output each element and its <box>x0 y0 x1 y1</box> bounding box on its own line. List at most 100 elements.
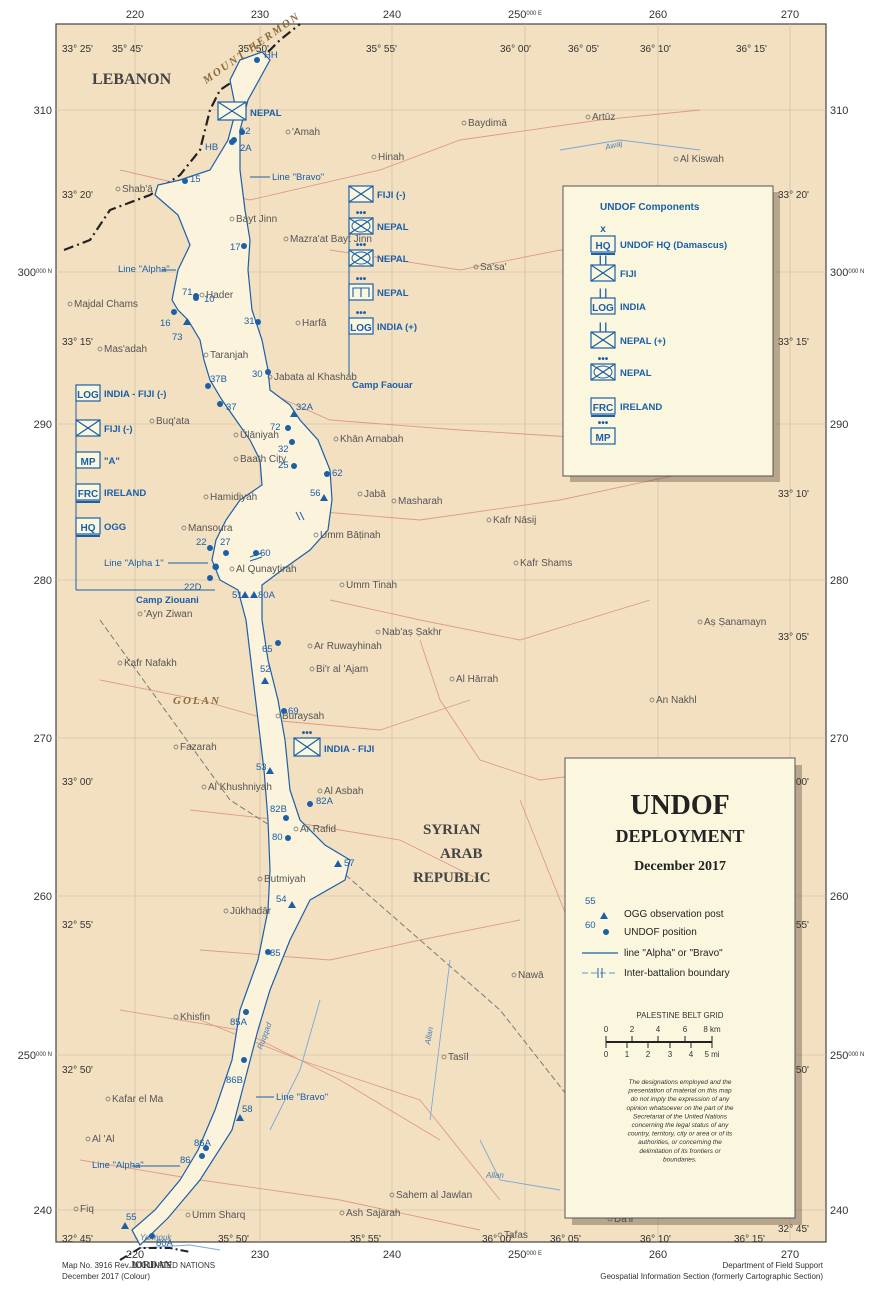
unit-box-icon <box>590 235 616 253</box>
position-label: 10 <box>204 294 215 305</box>
undof-position-icon <box>265 949 271 955</box>
position-label: 16 <box>160 318 171 329</box>
position-label: 17 <box>230 242 241 253</box>
svg-text:| |: | | <box>599 255 608 266</box>
place-name: Al Kiswah <box>680 154 724 165</box>
place-name: Sa'sa' <box>480 262 507 273</box>
place-name: Aṣ Ṣanamayn <box>704 617 766 628</box>
position-label: 31 <box>244 316 255 327</box>
position-label: 2A <box>240 143 252 154</box>
unit-label: INDIA - FIJI <box>324 744 374 755</box>
place-marker-icon <box>486 517 492 523</box>
place-marker-icon <box>285 129 291 135</box>
svg-text:HQ: HQ <box>81 523 96 534</box>
footer-left-1: Map No. 3916 Rev. 100 UNITED NATIONS <box>62 1261 215 1270</box>
coord-top: 35° 45' <box>112 44 143 55</box>
place-marker-icon <box>357 491 363 497</box>
grid-left-label: 270 <box>34 733 52 745</box>
legend-dot-icon <box>603 929 609 935</box>
place-marker-icon <box>673 156 679 162</box>
place-marker-icon <box>115 186 121 192</box>
position-label: 85 <box>270 948 281 959</box>
disclaimer-line: The designations employed and the <box>629 1079 732 1086</box>
country-syria-3: REPUBLIC <box>413 870 491 886</box>
place-name: 'Ayn Ziwan <box>144 609 192 620</box>
undof-position-icon <box>243 1009 249 1015</box>
undof-position-icon <box>149 1233 155 1239</box>
grid-bottom-label: 250000 E <box>508 1249 542 1261</box>
undof-position-icon <box>241 1057 247 1063</box>
position-label: 86A <box>194 1138 212 1149</box>
scale-km-label: 8 km <box>703 1025 721 1034</box>
place-name: Mansoura <box>188 523 233 534</box>
place-name: Fiq <box>80 1204 94 1215</box>
svg-text:FRC: FRC <box>78 489 99 500</box>
place-name: Ar Ruwayhinah <box>314 641 382 652</box>
unit-box-icon <box>75 517 101 535</box>
scale-mi-label: 1 <box>625 1050 630 1059</box>
ogg-post-icon <box>236 1114 244 1121</box>
place-marker-icon <box>513 560 519 566</box>
coord-left: 32° 55' <box>62 920 93 931</box>
place-marker-icon <box>199 292 205 298</box>
coord-bottom: 36° 15' <box>734 1234 765 1245</box>
place-marker-icon <box>267 374 273 380</box>
position-label: HB <box>205 142 218 153</box>
place-name: Baydimā <box>468 118 507 129</box>
disclaimer-line: concerning the legal status of any <box>632 1122 730 1129</box>
svg-text:LOG: LOG <box>350 323 372 334</box>
position-label: 37 <box>226 402 237 413</box>
undof-position-icon <box>285 425 291 431</box>
coord-right: 33° 20' <box>778 190 809 201</box>
ogg-post-icon <box>121 1222 129 1229</box>
position-label: 72 <box>270 422 281 433</box>
coord-bottom: 36° 10' <box>640 1234 671 1245</box>
unit-label: "A" <box>104 456 120 467</box>
undof-position-icon <box>193 295 199 301</box>
place-marker-icon <box>149 418 155 424</box>
place-name: Butmiyah <box>264 874 306 885</box>
undof-position-icon <box>275 640 281 646</box>
footer-left-2: December 2017 (Colour) <box>62 1272 150 1281</box>
grid-top-label: 220 <box>126 9 144 21</box>
place-name: Hinah <box>378 152 404 163</box>
coord-bottom: 35° 50' <box>218 1234 249 1245</box>
position-label: 53 <box>256 762 267 773</box>
coord-left: 33° 20' <box>62 190 93 201</box>
position-label: 56 <box>310 488 321 499</box>
coord-top: 36° 15' <box>736 44 767 55</box>
coord-right: 33° 15' <box>778 337 809 348</box>
position-label: 85A <box>230 1017 248 1028</box>
river-allan: Allan <box>423 1026 435 1047</box>
place-marker-icon <box>309 666 315 672</box>
ogg-post-icon <box>241 591 249 598</box>
grid-left-label: 260 <box>34 891 52 903</box>
undof-position-icon <box>203 1145 209 1151</box>
undof-position-icon <box>255 319 261 325</box>
coord-bottom: 32° 45' <box>62 1234 93 1245</box>
undof-position-icon <box>207 575 213 581</box>
place-name: Ar Rafid <box>300 824 336 835</box>
position-label: 27 <box>220 537 231 548</box>
position-label: 25 <box>278 460 289 471</box>
legend-boundary: Inter-battalion boundary <box>624 968 730 979</box>
ogg-post-icon <box>261 677 269 684</box>
undof-position-icon <box>241 243 247 249</box>
place-name: Khān Arnabah <box>340 434 403 445</box>
place-name: Tafas <box>504 1230 528 1241</box>
svg-text:FRC: FRC <box>593 403 614 414</box>
place-marker-icon <box>137 611 143 617</box>
title-box: UNDOF DEPLOYMENT December 2017 55 OGG ob… <box>564 757 802 1225</box>
scale-title: PALESTINE BELT GRID <box>636 1011 723 1020</box>
component-label: FIJI <box>620 269 636 280</box>
place-name: Bi'r al 'Ajam <box>316 664 368 675</box>
scale-km-label: 2 <box>630 1025 635 1034</box>
position-label: 60 <box>260 548 271 559</box>
place-name: Bayt Jinn <box>236 214 277 225</box>
place-name: Jabā <box>364 489 386 500</box>
map-subtitle: DEPLOYMENT <box>615 826 744 846</box>
place-name: Artūz <box>592 112 615 123</box>
unit-label: OGG <box>104 522 126 533</box>
